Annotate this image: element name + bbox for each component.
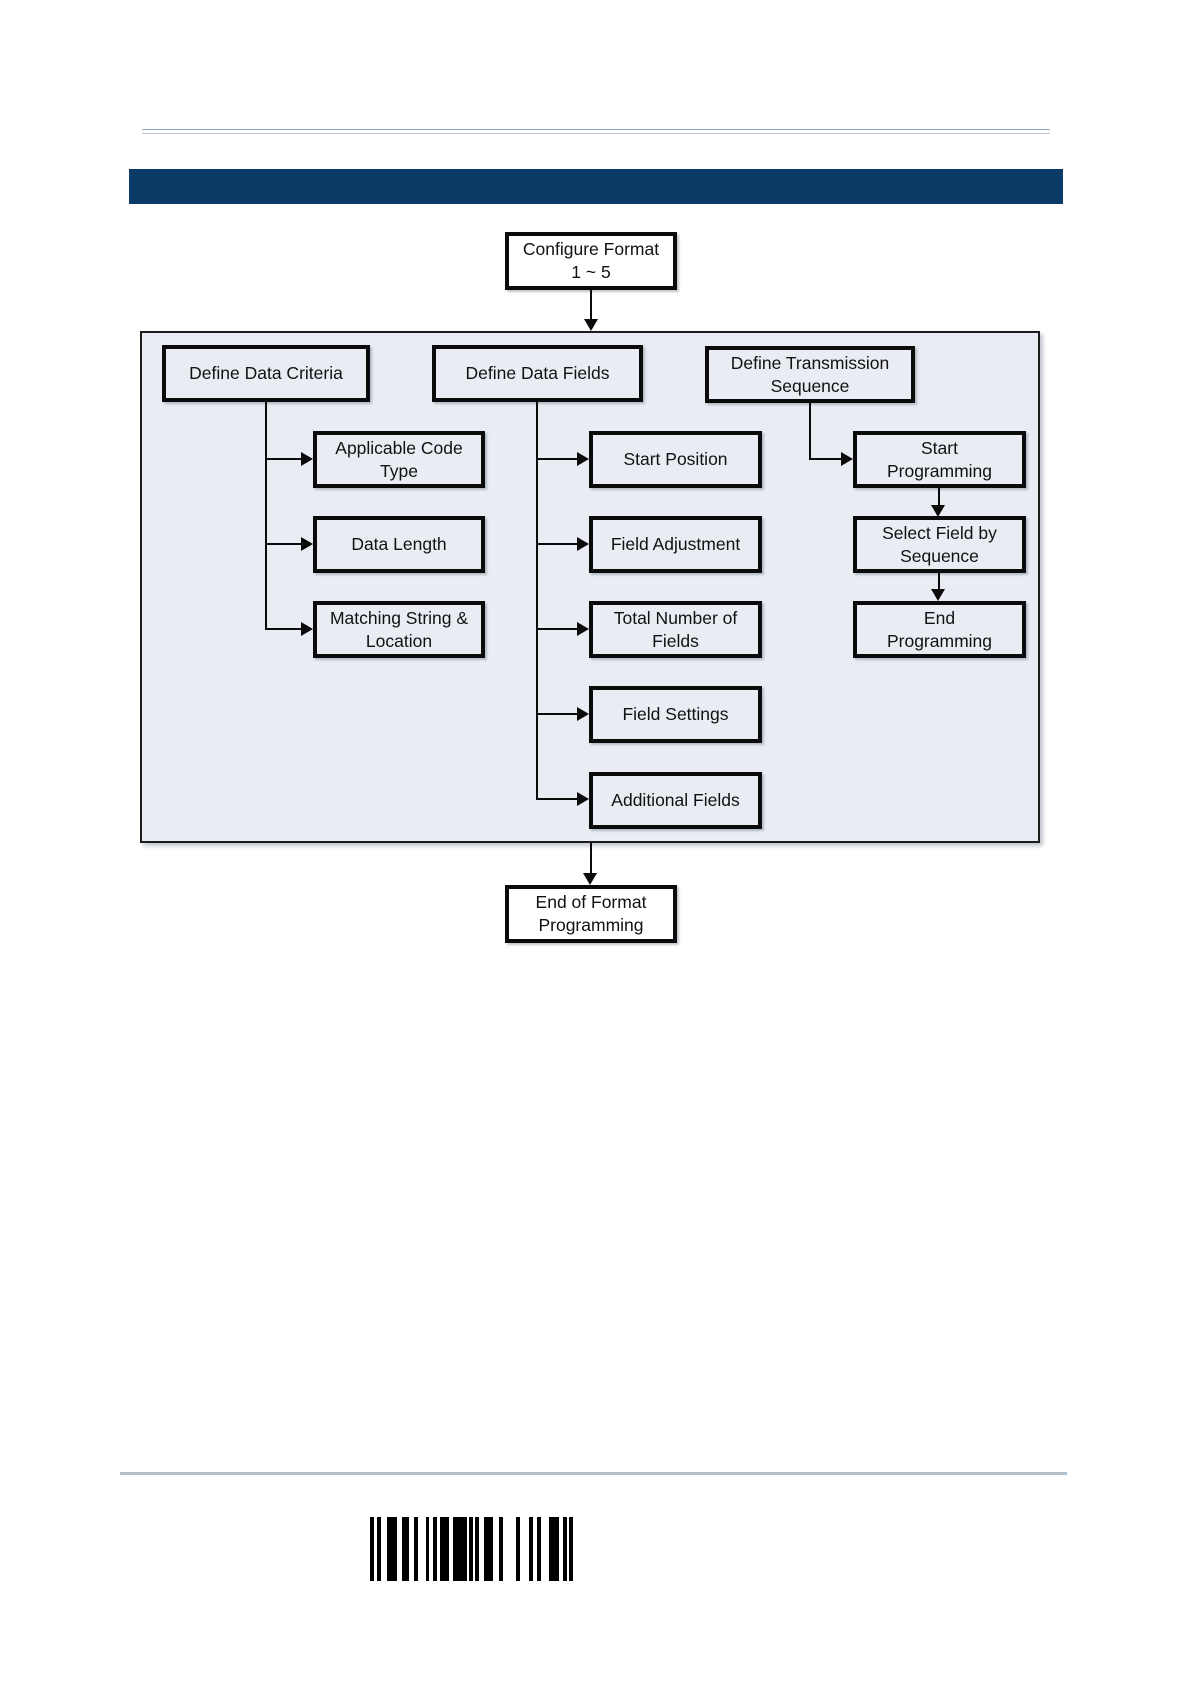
connector-left-branch-1 (265, 458, 303, 460)
node-field-adjustment: Field Adjustment (589, 516, 762, 573)
connector-middle-branch-3 (536, 628, 577, 630)
connector-middle-trunk (536, 402, 538, 800)
connector-right-step-1-arrowhead (931, 505, 945, 517)
node-applicable-code-type: Applicable Code Type (313, 431, 485, 488)
bottom-divider-line (120, 1472, 1067, 1475)
connector-end-arrowhead (583, 873, 597, 885)
node-total-number-of-fields: Total Number of Fields (589, 601, 762, 658)
connector-right-elbow-arrowhead (841, 452, 853, 466)
top-divider-line (142, 129, 1050, 134)
connector-right-elbow-vertical (809, 403, 811, 460)
node-field-settings: Field Settings (589, 686, 762, 743)
flowchart-container (140, 331, 1040, 843)
node-define-data-fields: Define Data Fields (432, 345, 643, 402)
node-end-programming: End Programming (853, 601, 1026, 658)
connector-end-line (590, 843, 592, 873)
connector-left-arrowhead-3 (301, 622, 313, 636)
node-define-data-criteria: Define Data Criteria (162, 345, 370, 402)
node-additional-fields: Additional Fields (589, 772, 762, 829)
connector-start-line (590, 290, 592, 320)
connector-left-branch-2 (265, 543, 303, 545)
connector-middle-branch-4 (536, 713, 577, 715)
connector-middle-arrowhead-4 (577, 707, 589, 721)
node-select-field-by-sequence: Select Field by Sequence (853, 516, 1026, 573)
connector-start-arrowhead (584, 319, 598, 331)
node-define-transmission-sequence: Define Transmission Sequence (705, 346, 915, 403)
connector-left-arrowhead-2 (301, 537, 313, 551)
node-start-position: Start Position (589, 431, 762, 488)
connector-left-arrowhead-1 (301, 452, 313, 466)
node-data-length: Data Length (313, 516, 485, 573)
connector-right-elbow-horizontal (809, 458, 841, 460)
node-start-programming: Start Programming (853, 431, 1026, 488)
connector-middle-arrowhead-3 (577, 622, 589, 636)
connector-left-trunk (265, 402, 267, 630)
connector-middle-arrowhead-1 (577, 452, 589, 466)
connector-right-step-2-arrowhead (931, 589, 945, 601)
connector-middle-branch-2 (536, 543, 577, 545)
connector-middle-arrowhead-2 (577, 537, 589, 551)
connector-middle-branch-1 (536, 458, 577, 460)
node-end-of-format-programming: End of Format Programming (505, 885, 677, 943)
connector-middle-branch-5 (536, 798, 577, 800)
section-header-bar (129, 169, 1063, 204)
node-matching-string-location: Matching String & Location (313, 601, 485, 658)
connector-middle-arrowhead-5 (577, 792, 589, 806)
connector-left-branch-3 (265, 628, 303, 630)
barcode (370, 1517, 573, 1581)
connector-right-step-1-line (938, 488, 940, 505)
node-configure-format: Configure Format 1 ~ 5 (505, 232, 677, 290)
connector-right-step-2-line (938, 573, 940, 589)
